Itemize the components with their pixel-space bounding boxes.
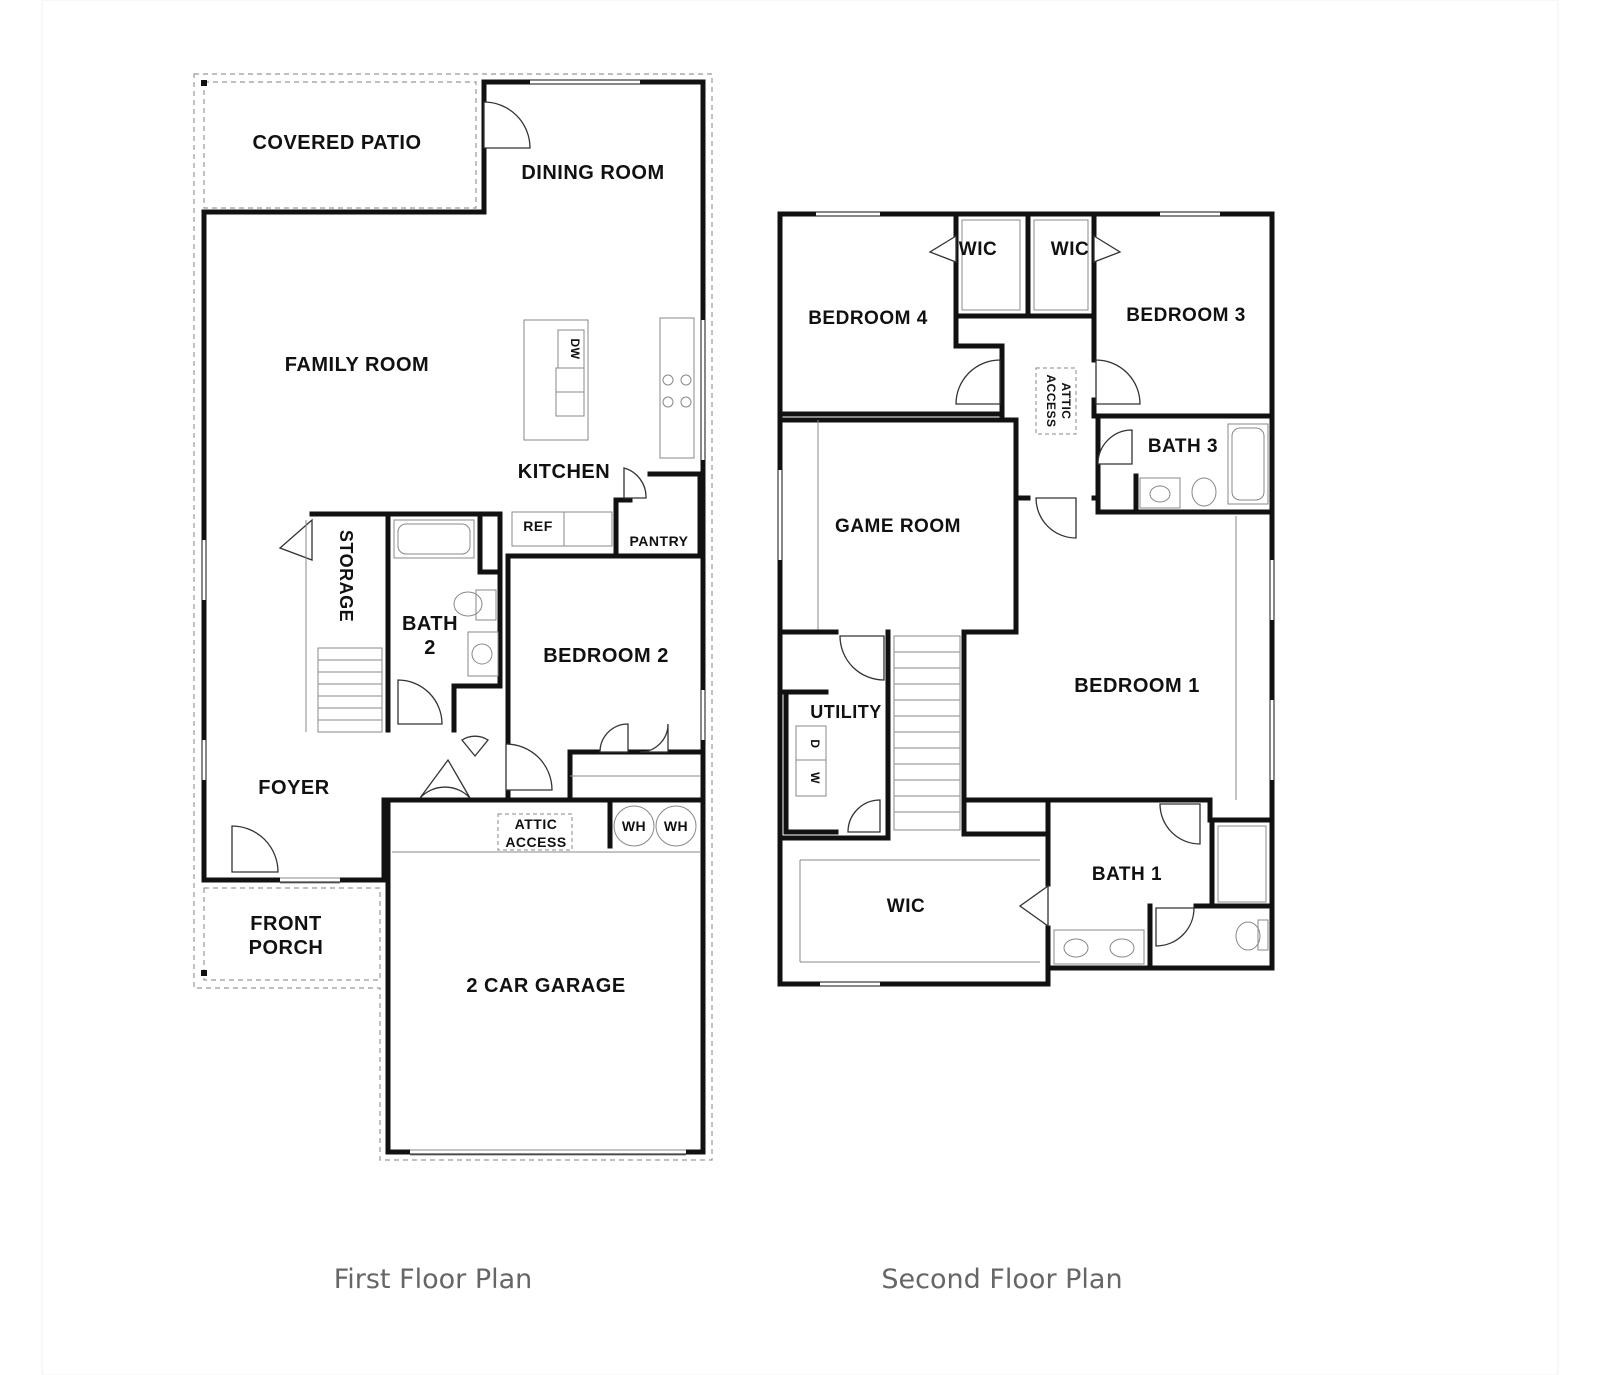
water-heater-label-2: WH xyxy=(664,818,688,834)
attic-access-label-upper: ATTIC xyxy=(1059,383,1073,420)
bedroom-4-label: BEDROOM 4 xyxy=(808,308,928,329)
pantry-label: PANTRY xyxy=(630,533,689,549)
second-floor-plan xyxy=(777,211,1275,987)
bedroom-2-label: BEDROOM 2 xyxy=(543,645,669,667)
bath-1-label: BATH 1 xyxy=(1092,864,1162,885)
storage-label: STORAGE xyxy=(336,530,356,622)
attic-access-label: ATTIC xyxy=(515,816,558,832)
dryer-label: D xyxy=(808,739,822,748)
bath-2-label: BATH xyxy=(402,613,458,635)
wic-right-label: WIC xyxy=(1051,239,1089,260)
washer-label: W xyxy=(808,772,822,784)
covered-patio-label: COVERED PATIO xyxy=(252,132,421,154)
garage-label: 2 CAR GARAGE xyxy=(466,975,625,997)
master-wic-label: WIC xyxy=(887,896,925,917)
attic-access-label-upper-2: ACCESS xyxy=(1044,374,1058,427)
first-floor-caption: First Floor Plan xyxy=(334,1264,533,1295)
attic-access-label-2: ACCESS xyxy=(505,834,566,850)
refrigerator-label: REF xyxy=(523,518,553,534)
foyer-label: FOYER xyxy=(258,777,329,799)
front-porch-label-2: PORCH xyxy=(249,937,324,959)
utility-label: UTILITY xyxy=(810,702,882,722)
water-heater-label-1: WH xyxy=(622,818,646,834)
kitchen-label: KITCHEN xyxy=(518,461,610,483)
dining-room-label: DINING ROOM xyxy=(521,162,664,184)
bedroom-1-label: BEDROOM 1 xyxy=(1074,675,1200,697)
dishwasher-label: DW xyxy=(568,339,582,360)
bath-2-number: 2 xyxy=(424,637,436,659)
game-room-label: GAME ROOM xyxy=(835,516,961,537)
wic-left-label: WIC xyxy=(959,239,997,260)
front-porch-label: FRONT xyxy=(250,913,321,935)
bedroom-3-label: BEDROOM 3 xyxy=(1126,305,1246,326)
family-room-label: FAMILY ROOM xyxy=(285,354,429,376)
first-floor-plan xyxy=(193,73,713,1161)
bath-3-label: BATH 3 xyxy=(1148,436,1218,457)
second-floor-caption: Second Floor Plan xyxy=(881,1264,1122,1295)
